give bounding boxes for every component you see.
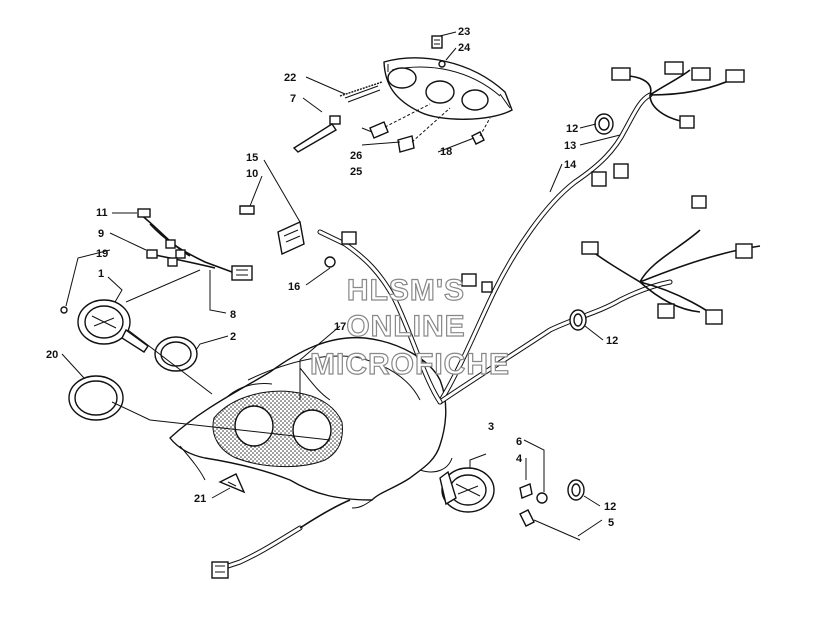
callout-20: 20 bbox=[46, 349, 58, 361]
leader-lines bbox=[61, 31, 621, 537]
callout-labels: 1 2 3 4 5 6 7 8 9 10 11 12 12 12 13 14 1… bbox=[46, 26, 618, 529]
callout-12-middle: 12 bbox=[606, 335, 618, 347]
callout-11: 11 bbox=[96, 207, 108, 219]
watermark-line-2: ONLINE bbox=[346, 310, 465, 343]
tach-cable bbox=[519, 509, 581, 541]
tach-hardware bbox=[519, 479, 585, 504]
callout-10: 10 bbox=[246, 168, 258, 180]
warning-decal bbox=[218, 473, 246, 494]
callout-17: 17 bbox=[334, 321, 346, 333]
callout-1: 1 bbox=[98, 268, 104, 280]
gauge-bezel-ring bbox=[154, 336, 198, 372]
callout-4: 4 bbox=[516, 453, 523, 465]
watermark-line-1: HLSM'S bbox=[347, 274, 465, 307]
instrument-cluster bbox=[383, 57, 513, 120]
upper-right-connectors bbox=[591, 61, 745, 187]
callout-13: 13 bbox=[564, 140, 576, 152]
watermark-line-3: MICROFICHE bbox=[310, 348, 510, 381]
callout-24: 24 bbox=[458, 42, 471, 54]
gauge-pigtail-harness bbox=[137, 208, 253, 281]
callout-8: 8 bbox=[230, 309, 236, 321]
callout-18: 18 bbox=[440, 146, 452, 158]
relay-bracket bbox=[239, 205, 336, 268]
callout-22: 22 bbox=[284, 72, 296, 84]
callout-3: 3 bbox=[488, 421, 494, 433]
callout-19: 19 bbox=[96, 248, 108, 260]
callout-21: 21 bbox=[194, 493, 206, 505]
grommets bbox=[569, 113, 614, 331]
callout-12-top: 12 bbox=[566, 123, 578, 135]
callout-12-bottom: 12 bbox=[604, 501, 616, 513]
callout-5: 5 bbox=[608, 517, 614, 529]
callout-2: 2 bbox=[230, 331, 236, 343]
callout-14: 14 bbox=[564, 159, 577, 171]
callout-16: 16 bbox=[288, 281, 300, 293]
callout-23: 23 bbox=[458, 26, 470, 38]
cluster-fasteners bbox=[292, 35, 491, 153]
speedometer-gauge bbox=[60, 299, 149, 353]
callout-7: 7 bbox=[290, 93, 296, 105]
center-connectors bbox=[341, 231, 493, 293]
callout-15: 15 bbox=[246, 152, 258, 164]
callout-6: 6 bbox=[516, 436, 522, 448]
callout-26: 26 bbox=[350, 150, 362, 162]
bottom-connector bbox=[211, 561, 229, 579]
right-connectors bbox=[581, 195, 761, 325]
gauge-bezel-outer bbox=[68, 375, 124, 421]
tachometer-gauge bbox=[439, 467, 495, 513]
gauge-opening-insert bbox=[212, 383, 343, 467]
callout-25: 25 bbox=[350, 166, 362, 178]
callout-9: 9 bbox=[98, 228, 104, 240]
watermark: HLSM'S ONLINE MICROFICHE bbox=[309, 273, 510, 381]
